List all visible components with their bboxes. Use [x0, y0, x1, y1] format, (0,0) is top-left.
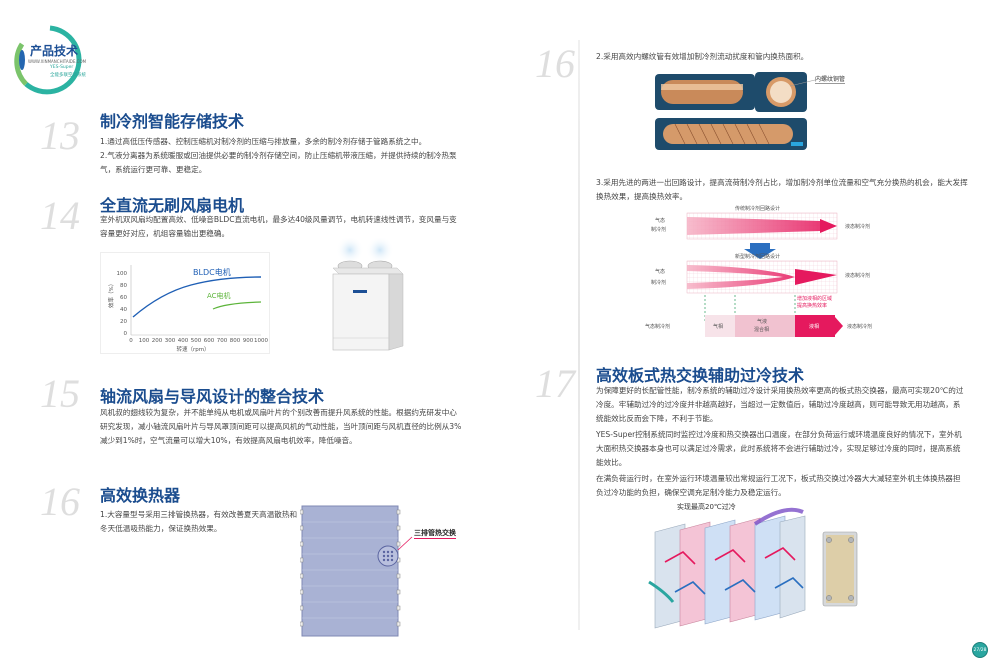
xtick: 300 [165, 338, 176, 344]
ytick-4: 40 [120, 307, 127, 313]
ytick-3: 60 [120, 295, 127, 301]
section-17-line-1: 为保障更好的长配管性能，制冷系统的辅助过冷设计采用换热效率更高的板式热交换器，最… [596, 386, 964, 395]
section-14-line-2: 容量更好对应，机组容量输出更稳确。 [100, 229, 230, 238]
chart-x-ticks: 0 100 200 300 400 500 600 700 800 900 10… [129, 338, 268, 344]
section-16-line-1: 1.大容量型号采用三排管换热器，有效改善夏天高温散热和 [100, 510, 298, 519]
flow-in4: 制冷剂 [651, 280, 667, 286]
ytick-2: 80 [120, 283, 127, 289]
xtick: 800 [230, 338, 241, 344]
legend-ac: AC电机 [207, 291, 231, 300]
outdoor-unit-image [325, 236, 405, 356]
section-number-17: 17 [535, 361, 575, 406]
ac-curve [212, 301, 262, 310]
page-number-text: 27/28 [973, 648, 987, 653]
ytick-1: 100 [117, 271, 128, 277]
section-13-line-1: 1.通过高低压传感器、控制压缩机对制冷剂的压缩与排放量，多余的制冷剂存储于管路系… [100, 137, 427, 146]
flow-in3: 气态 [655, 269, 666, 275]
section-17-line-8: 负过冷功能的负担，确保空调充足制冷能力及稳定运行。 [596, 488, 786, 497]
section-17-line-2: 冷度。牢辅助过冷的过冷度并非越高越好，当超过一定数值后，辅助过冷度越高，则可能导… [596, 400, 961, 409]
plate-heat-exchanger-image: 实现最高20℃过冷 [645, 502, 875, 632]
heat-exchanger-image: 三排管热交换 [299, 502, 470, 642]
section-title-14: 全直流无刷风扇电机 [100, 196, 245, 215]
section-17-line-3: 统能效比反而会下降，不利于节能。 [596, 414, 718, 423]
chart-xlabel: 转速（rpm） [176, 345, 209, 353]
section-number-16: 16 [40, 479, 80, 524]
xtick: 700 [217, 338, 228, 344]
flow-note1: 增加液相的区域 [797, 296, 833, 302]
section-17-line-7: 在满负荷运行时，在室外运行环境温量较出常规运行工况下，板式热交换过冷器大大减轻室… [596, 474, 961, 483]
chart-ylabel: 效率（%） [107, 281, 115, 308]
page-divider [578, 40, 580, 630]
section-15-line-1: 风机叔的翅线较为复杂，并不能单纯从电机或风扇叶片的个别改善而提升风系统的性能。根… [100, 408, 457, 417]
refrigerant-flow-diagram: 传统制冷剂回路设计 气态 制冷剂 液态制冷剂 新型制冷剂回路设计 气态 制冷剂 … [645, 205, 895, 345]
section-17-line-4: YES-Super控制系统同时监控过冷度和热交换器出口温度，在部分负荷运行或环境… [596, 430, 962, 439]
plate-label: 实现最高20℃过冷 [677, 503, 736, 511]
section-13-line-3: 气，系统运行更可靠、更稳定。 [100, 165, 207, 174]
heat-exchanger-callout: 三排管热交换 [414, 529, 456, 539]
tube-label: 内螺纹铜管 [815, 76, 846, 84]
flow-in1: 气态 [655, 218, 666, 224]
logo-sub1: YES-Super [50, 65, 74, 70]
section-15-line-3: 减少到1%时，空气流量可以增大10%，有效提高风扇电机效率，降低噪音。 [100, 436, 357, 445]
section-14-line-1: 室外机双风扇均配置高效、低噪音BLDC直流电机，最多达40级风量调节，电机转速线… [100, 215, 457, 224]
ytick-5: 20 [120, 319, 127, 325]
xtick: 200 [152, 338, 163, 344]
flow-in2: 制冷剂 [651, 227, 667, 233]
xtick: 600 [204, 338, 215, 344]
flow-note2: 提高换热效率 [797, 303, 828, 309]
flow-bar-mix1: 气液 [757, 319, 768, 325]
section-number-15: 15 [40, 371, 80, 416]
logo-ring-icon [14, 25, 82, 95]
flow-bar-gas: 气相 [713, 324, 724, 330]
flow-bar-left: 气态制冷剂 [645, 324, 671, 330]
page-number-badge: 27/28 [972, 642, 988, 658]
flow-bar-mix2: 混合相 [754, 327, 770, 333]
xtick: 900 [243, 338, 254, 344]
xtick: 1000 [254, 338, 268, 344]
logo-title: 产品技术 [30, 44, 79, 58]
section-17-line-5: 大面积热交换器本身也可以满足过冷需求，此时系统将不会进行辅助过冷，实现足够过冷度… [596, 444, 961, 453]
section-16-line-2: 冬天低温吸热能力，保证换热效果。 [100, 524, 222, 533]
section-15-line-2: 研究发现，减小轴流风扇叶片与导风罩顶间距可以提高风机的气动性能，当叶顶间距与风机… [100, 422, 462, 431]
xtick: 0 [129, 338, 133, 344]
logo-sub2: 全能多联空调系统 [50, 73, 86, 78]
xtick: 400 [178, 338, 189, 344]
flow-bar-liquid: 液相 [809, 324, 820, 330]
section-title-15: 轴流风扇与导风设计的整合技术 [100, 387, 325, 406]
xtick: 100 [139, 338, 150, 344]
section-title-13: 制冷剂智能存储技术 [100, 112, 245, 131]
flow-out2: 液态制冷剂 [845, 273, 871, 279]
efficiency-chart: 100 80 60 40 20 0 效率（%） 0 100 200 300 40… [100, 252, 270, 354]
section-13-line-2: 2.气液分离器为系统暖服或回油提供必要的制冷剂存储空间，防止压缩机带液压缩，并提… [100, 151, 457, 160]
section-16b-line-3a: 3.采用先进的两进一出回路设计，提高流荷制冷剂占比，增加制冷剂单位流量和空气充分… [596, 178, 968, 187]
legend-bldc: BLDC电机 [193, 267, 231, 277]
flow-bar-right: 液态制冷剂 [847, 324, 873, 330]
section-number-13: 13 [40, 113, 80, 158]
chart-y-ticks: 100 80 60 40 20 0 [117, 271, 128, 337]
flow-mid-title: 新型制冷剂回路设计 [735, 254, 781, 260]
tube-image: 内螺纹铜管 [655, 72, 855, 152]
section-17-line-6: 能效比。 [596, 458, 627, 467]
section-title-17: 高效板式热交换辅助过冷技术 [596, 366, 805, 385]
section-16b-line-3b: 换热效果，提高换热效率。 [596, 192, 688, 201]
section-16b-line-2: 2.采用高效内螺纹管有效增加制冷剂流动扰度和管内换热面积。 [596, 52, 809, 61]
flow-out1: 液态制冷剂 [845, 224, 871, 230]
xtick: 500 [191, 338, 202, 344]
bldc-curve [132, 276, 262, 318]
ytick-6: 0 [124, 331, 128, 337]
logo: 产品技术 WWW.XINMANCHITAIDE.COM YES-Super 全能… [10, 25, 120, 95]
section-title-16: 高效换热器 [100, 486, 181, 505]
logo-url: WWW.XINMANCHITAIDE.COM [28, 59, 87, 64]
section-number-16b: 16 [535, 41, 575, 86]
section-number-14: 14 [40, 193, 80, 238]
flow-top-title: 传统制冷剂回路设计 [735, 206, 781, 212]
